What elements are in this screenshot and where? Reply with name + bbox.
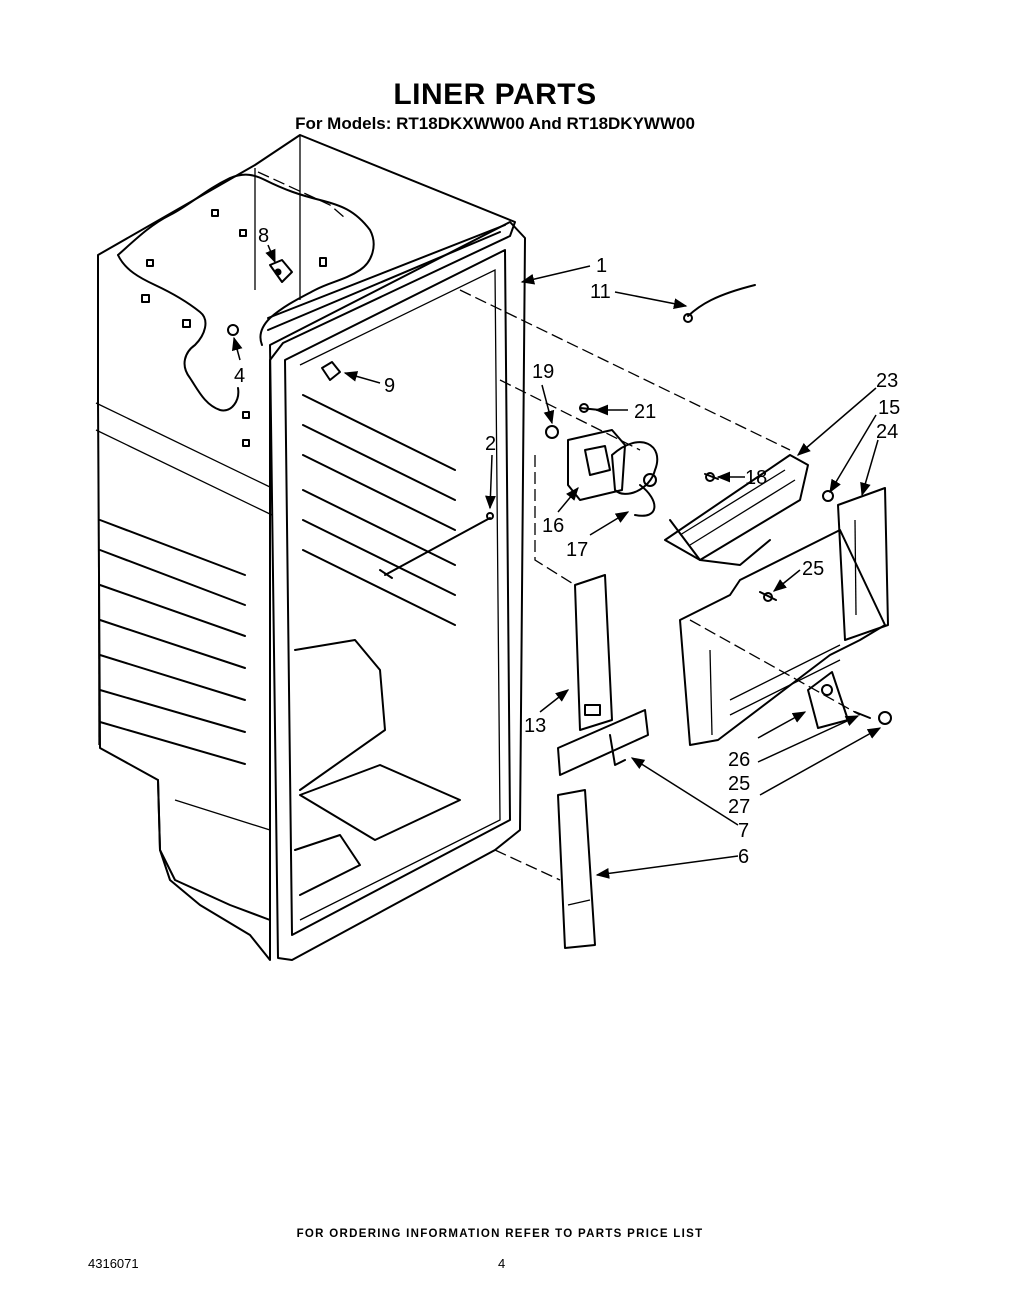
- part-11-harness: [683, 284, 756, 323]
- callout-23: 23: [876, 370, 898, 392]
- ordering-info-footer: FOR ORDERING INFORMATION REFER TO PARTS …: [296, 1228, 704, 1240]
- callout-25a: 25: [802, 558, 824, 580]
- liner-frame: [267, 221, 526, 961]
- part-19-grommet: [545, 425, 559, 439]
- callout-27: 27: [728, 796, 750, 818]
- part-25-screw: [759, 591, 777, 602]
- part-23-fan-cover: [664, 454, 809, 566]
- callout-1: 1: [596, 255, 607, 277]
- part-7-bracket: [557, 709, 649, 776]
- callout-13: 13: [524, 715, 546, 737]
- callout-9: 9: [384, 375, 395, 397]
- model-subtitle: For Models: RT18DKXWW00 And RT18DKYWW00: [295, 114, 695, 133]
- callout-11: 11: [590, 281, 611, 303]
- document-number: 4316071: [88, 1256, 139, 1271]
- callout-4: 4: [234, 365, 245, 387]
- part-2-wire: [379, 512, 494, 579]
- callout-15: 15: [878, 397, 900, 419]
- callout-26: 26: [728, 749, 750, 771]
- callout-25b: 25: [728, 773, 750, 795]
- page-title: LINER PARTS: [393, 78, 597, 111]
- callout-21: 21: [634, 401, 656, 423]
- leader-lines: [231, 244, 882, 879]
- part-8-clip: [269, 259, 293, 283]
- part-15-screw: [822, 490, 834, 502]
- part-9-clip: [321, 361, 341, 381]
- callout-17: 17: [566, 539, 588, 561]
- part-16-motor: [567, 429, 626, 501]
- callout-labels: 1 11 8 4 9 2 19 21 23 15 24 18 16 17 25 …: [234, 225, 900, 868]
- callout-19: 19: [532, 361, 554, 383]
- liner-shelves: [302, 394, 456, 626]
- part-4-screw: [227, 324, 239, 336]
- part-27-plug: [854, 711, 892, 725]
- part-21-screw: [579, 403, 601, 413]
- callout-6: 6: [738, 846, 749, 868]
- callout-24: 24: [876, 421, 898, 443]
- part-6-baffle: [557, 789, 596, 949]
- page-number: 4: [498, 1256, 506, 1271]
- part-17-fan-blade: [611, 441, 659, 517]
- callout-16: 16: [542, 515, 564, 537]
- cabinet-shell: [95, 134, 516, 961]
- callout-8: 8: [258, 225, 269, 247]
- callout-18: 18: [745, 467, 767, 489]
- callout-2: 2: [485, 433, 496, 455]
- side-slots: [99, 519, 246, 765]
- assembly-lines: [257, 171, 861, 881]
- evaporator-panel: [679, 529, 886, 746]
- part-18-screw: [704, 472, 719, 482]
- callout-7: 7: [738, 820, 749, 842]
- part-26-plate: [807, 671, 849, 729]
- part-13-duct: [574, 574, 613, 731]
